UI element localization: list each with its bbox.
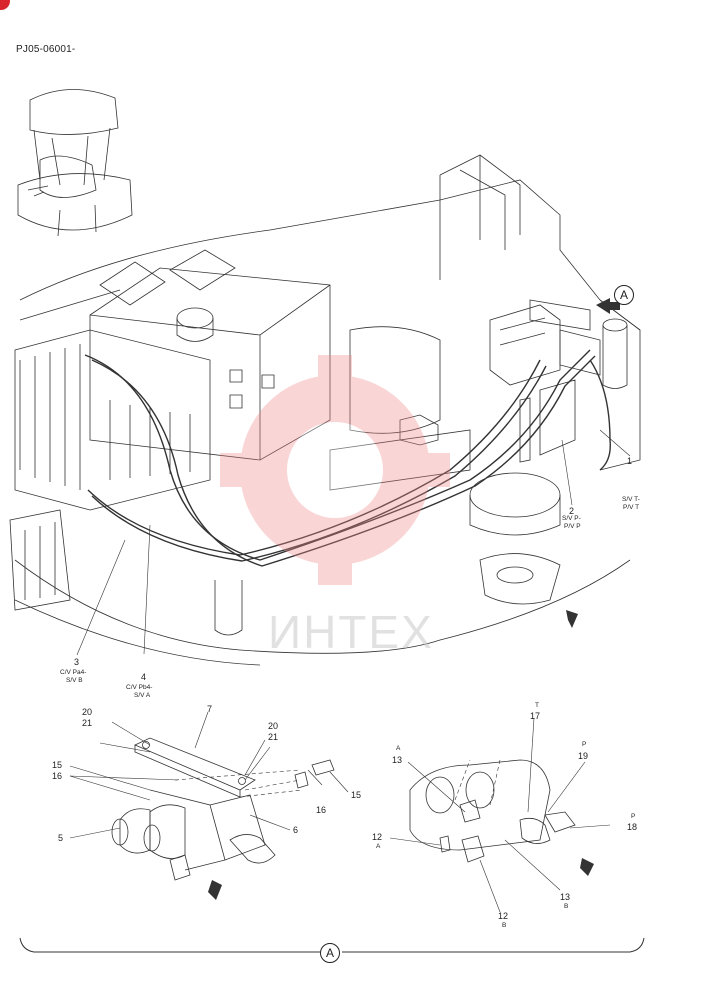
document-code: PJ05-06001-: [16, 44, 76, 55]
callout-12a-sub: A: [376, 843, 381, 850]
callout-20-left: 20: [82, 707, 93, 717]
phantom-lines: [174, 759, 501, 806]
section-bracket: [19, 937, 645, 953]
control-valve: [89, 249, 331, 461]
callout-15-left: 15: [52, 760, 63, 770]
machine-thumbnail: [17, 89, 133, 237]
callout-16-left: 16: [52, 771, 63, 781]
callout-7: 7: [207, 704, 213, 714]
callout-21-left: 21: [82, 718, 93, 728]
callout-2-line2: P/V P: [564, 523, 581, 530]
callout-17-sub: T: [535, 702, 539, 709]
callout-17-number: 17: [530, 711, 541, 721]
watermark-logo: [220, 355, 450, 585]
direction-arrows: [208, 298, 620, 900]
callout-1-line2: P/V T: [623, 504, 640, 511]
deck: [214, 326, 561, 636]
callout-4-line2: S/V A: [134, 692, 151, 699]
callout-13a-sub: A: [396, 745, 401, 752]
bracket-detail: [111, 737, 335, 881]
corner-marker: [0, 0, 10, 10]
callout-4-number: 4: [141, 672, 147, 682]
callout-19-number: 19: [578, 751, 589, 761]
callout-20-right: 20: [268, 721, 279, 731]
callout-3-line1: C/V Pa4-: [60, 669, 87, 676]
callout-1-number: 1: [627, 456, 633, 466]
watermark-text: ИНТЕХ: [268, 606, 434, 658]
view-marker-bottom: A: [320, 943, 340, 963]
callout-12b-sub: B: [502, 922, 507, 929]
valve-bank: [9, 329, 211, 611]
view-marker-top: A: [614, 285, 634, 305]
callout-5: 5: [58, 833, 64, 843]
callout-2-number: 2: [569, 506, 575, 516]
callout-13b-number: 13: [560, 892, 571, 902]
fitting-detail: [409, 759, 576, 863]
callout-13a-number: 13: [392, 755, 403, 765]
callout-18-number: 18: [627, 822, 638, 832]
callout-21-right: 21: [268, 732, 279, 742]
callout-18-sub: P: [631, 813, 636, 820]
callout-19-sub: P: [582, 741, 587, 748]
callout-6: 6: [293, 825, 299, 835]
callout-12b-number: 12: [498, 911, 509, 921]
callout-15-right: 15: [351, 790, 362, 800]
callout-1-line1: S/V T-: [622, 496, 640, 503]
hoses: [84, 349, 611, 567]
callout-2-line1: S/V P-: [562, 515, 581, 522]
callout-12a-number: 12: [372, 832, 383, 842]
leaders: [69, 429, 631, 913]
upper-frame: [14, 154, 641, 666]
callout-4-line1: C/V Pb4-: [126, 684, 153, 691]
solenoid-assembly: [489, 299, 628, 463]
callout-3-line2: S/V B: [66, 677, 83, 684]
callout-16-right: 16: [316, 805, 327, 815]
callout-3-number: 3: [74, 657, 80, 667]
callout-13b-sub: B: [564, 903, 569, 910]
